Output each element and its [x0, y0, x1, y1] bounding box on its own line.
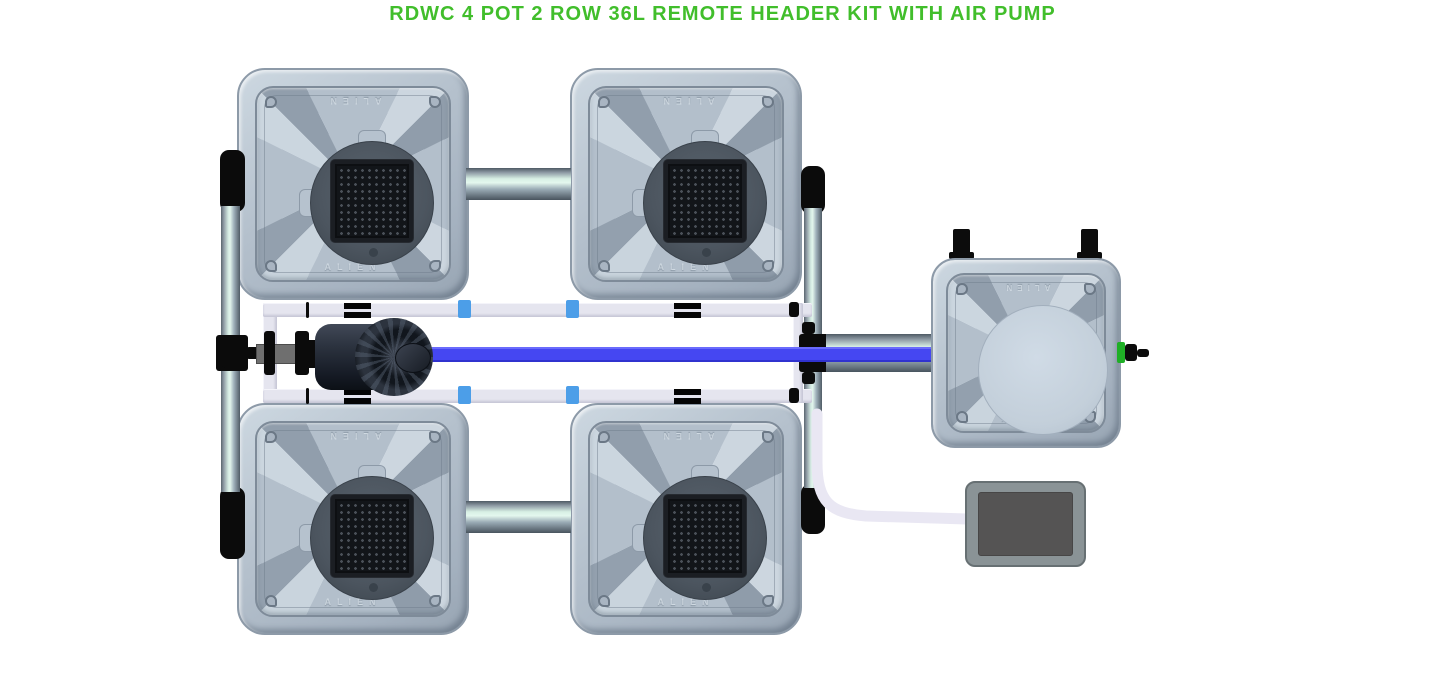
net-pot-mesh	[331, 160, 413, 242]
row1-link-pipe	[466, 168, 571, 200]
pot-lid-circle	[643, 141, 767, 265]
valve-flange	[295, 331, 309, 375]
air-pump-faceplate	[978, 492, 1073, 556]
net-pot-mesh	[664, 495, 746, 577]
pot-lid: ALIEN ALIEN	[255, 86, 451, 282]
bulkhead-fitting-blue	[458, 300, 471, 318]
pot-bottom-right: ALIEN ALIEN	[570, 403, 802, 635]
pipe-clip	[674, 389, 701, 405]
lid-hole	[702, 248, 711, 257]
left-manifold-pipe	[221, 364, 240, 492]
pipe-end-mark	[306, 302, 309, 318]
row2-link-pipe	[466, 501, 571, 533]
brand-label: ALIEN	[324, 597, 382, 607]
header-valve-handle	[1137, 349, 1149, 357]
brand-label: ALIEN	[324, 262, 382, 272]
drain-valve-stem	[246, 347, 259, 359]
left-manifold-pipe	[221, 206, 240, 340]
tank-lid: ALIEN ALIEN	[946, 273, 1108, 435]
lid-hole	[702, 583, 711, 592]
bulkhead-fitting-blue	[458, 386, 471, 404]
lid-clip-icon	[956, 283, 968, 295]
header-valve-body	[1125, 344, 1137, 361]
remote-header-tank: ALIEN ALIEN	[931, 258, 1121, 448]
pot-lid-circle	[310, 476, 434, 600]
pipe-clip	[344, 389, 371, 405]
drain-valve-body	[222, 336, 246, 368]
left-bottom-elbow-fitting	[220, 487, 245, 559]
bulkhead-fitting-blue	[566, 300, 579, 318]
joint-fitting	[802, 372, 815, 384]
header-float-post	[1077, 229, 1102, 259]
left-top-elbow-fitting	[220, 150, 245, 212]
pipe-clip	[344, 303, 371, 319]
header-valve-green-fitting	[1117, 342, 1125, 363]
brand-label: ALIEN	[657, 262, 715, 272]
brand-label: ALIEN	[657, 597, 715, 607]
lid-hole	[369, 583, 378, 592]
net-pot-mesh	[331, 495, 413, 577]
air-pump	[965, 481, 1086, 567]
right-top-elbow-fitting	[801, 166, 825, 214]
water-pump	[315, 318, 437, 396]
pipe-clip	[674, 303, 701, 319]
joint-fitting	[789, 302, 799, 317]
tank-lid-circle	[978, 305, 1108, 435]
air-hose	[811, 408, 973, 525]
net-pot-mesh	[664, 160, 746, 242]
lid-hole	[369, 248, 378, 257]
pipe-end-mark	[306, 388, 309, 404]
pot-lid: ALIEN ALIEN	[588, 86, 784, 282]
pump-outlet-hub	[395, 343, 431, 373]
pot-lid: ALIEN ALIEN	[588, 421, 784, 617]
lid-clip-icon	[598, 96, 610, 108]
pot-bottom-left: ALIEN ALIEN	[237, 403, 469, 635]
header-float-post	[949, 229, 974, 259]
joint-fitting	[789, 388, 799, 403]
lid-clip-icon	[598, 431, 610, 443]
pot-lid-circle	[310, 141, 434, 265]
diagram-title: RDWC 4 POT 2 ROW 36L REMOTE HEADER KIT W…	[389, 3, 1056, 25]
lid-clip-icon	[265, 431, 277, 443]
pot-top-right: ALIEN ALIEN	[570, 68, 802, 300]
valve-flange	[264, 331, 275, 375]
pump-delivery-pipe	[420, 347, 936, 362]
lid-clip-icon	[265, 96, 277, 108]
pot-lid-circle	[643, 476, 767, 600]
pot-lid: ALIEN ALIEN	[255, 421, 451, 617]
bulkhead-fitting-blue	[566, 386, 579, 404]
joint-fitting	[802, 322, 815, 334]
